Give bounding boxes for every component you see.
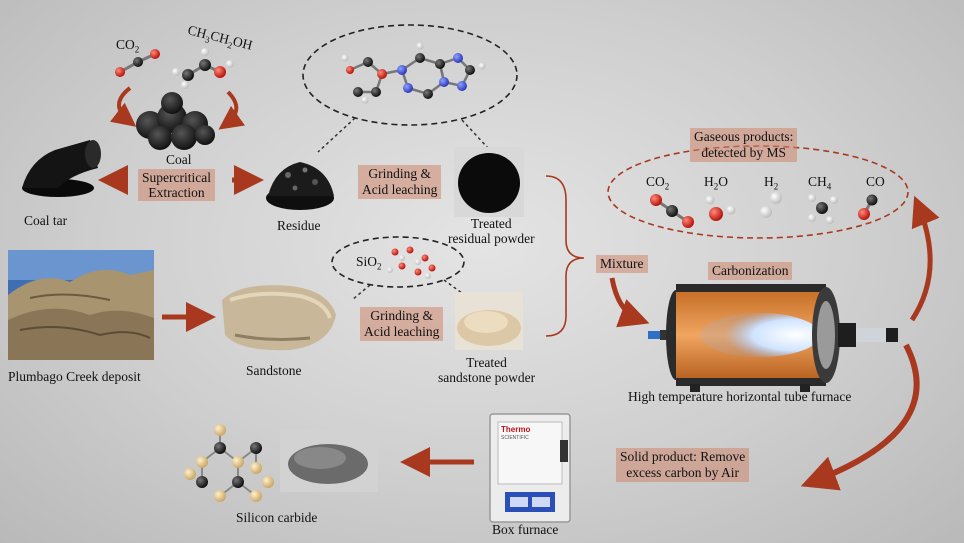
process-line-2: Extraction: [148, 185, 205, 200]
gas-ch4-label: CH4: [808, 174, 832, 192]
furnace-to-gas-arrow: [909, 195, 940, 322]
co2-formula-top: CO2: [116, 37, 140, 55]
silicon-carbide-label: Silicon carbide: [236, 510, 318, 525]
box-furnace-brand-1: Thermo: [501, 425, 531, 434]
mixture-bracket: [545, 175, 585, 337]
h2o-molecule: [705, 195, 736, 221]
gaseous-line-2: detected by MS: [701, 145, 787, 160]
grinding-top-line-2: Acid leaching: [362, 182, 438, 197]
gaseous-products-box: Gaseous products: detected by MS: [690, 128, 798, 162]
organic-molecule-ellipse: [302, 24, 518, 126]
sio2-molecule: [387, 246, 436, 279]
treated-sandstone-line-1: Treated: [466, 355, 507, 370]
h2-molecule: [760, 192, 782, 218]
residue-label: Residue: [277, 218, 321, 233]
treated-residual-powder-image: [454, 147, 524, 217]
gas-co-label: CO: [866, 174, 885, 189]
residue-image: [266, 162, 334, 210]
solid-product-line-1: Solid product: Remove: [620, 449, 746, 464]
plumbago-creek-label: Plumbago Creek deposit: [8, 369, 141, 384]
grinding-top-line-1: Grinding &: [368, 166, 431, 181]
grinding-box-top: Grinding & Acid leaching: [358, 165, 442, 199]
sio2-ellipse: [331, 236, 465, 288]
gas-co2-label: CO2: [646, 174, 670, 192]
mixture-box: Mixture: [596, 255, 648, 273]
co2-cycle-arrow: [110, 86, 137, 127]
organic-molecule: [341, 42, 486, 104]
treated-residual-label: Treated residual powder: [448, 216, 535, 246]
process-line-1: Supercritical: [142, 170, 211, 185]
grinding-bottom-line-2: Acid leaching: [364, 324, 440, 339]
coal-label: Coal: [166, 152, 192, 167]
zoom-line-right: [461, 119, 489, 149]
co2-molecule-gas: [650, 194, 694, 228]
sio2-zoom-left: [351, 284, 371, 301]
treated-sandstone-label: Treated sandstone powder: [438, 355, 535, 385]
tube-furnace-image: [648, 284, 898, 392]
gas-h2-label: H2: [764, 174, 779, 192]
sandstone-label: Sandstone: [246, 363, 302, 378]
zoom-line-left: [317, 117, 356, 153]
tube-furnace-label: High temperature horizontal tube furnace: [628, 389, 852, 404]
plumbago-creek-deposit-image: [8, 250, 154, 360]
solid-product-box: Solid product: Remove excess carbon by A…: [616, 448, 750, 482]
co-molecule: [858, 194, 878, 220]
silicon-carbide-structure: [184, 424, 274, 502]
treated-sandstone-powder-image: [455, 292, 523, 350]
ch4-molecule: [808, 194, 838, 224]
grinding-bottom-line-1: Grinding &: [370, 308, 433, 323]
sandstone-image: [222, 285, 336, 351]
co2-molecule-top: [115, 49, 160, 77]
sio2-zoom-right: [443, 279, 467, 297]
supercritical-extraction-box: Supercritical Extraction: [138, 169, 215, 201]
sio2-formula: SiO2: [356, 254, 382, 272]
coal-tar-image: [22, 140, 101, 197]
furnace-to-solid-arrow: [800, 343, 920, 491]
ethanol-molecule: [172, 48, 234, 89]
coal-tar-label: Coal tar: [24, 213, 68, 228]
box-furnace-brand-2: SCIENTIFIC: [501, 435, 529, 441]
box-furnace-brand: Thermo SCIENTIFIC: [501, 425, 530, 443]
carbonization-box: Carbonization: [708, 262, 793, 280]
gaseous-line-1: Gaseous products:: [694, 129, 794, 144]
gas-h2o-label: H2O: [704, 174, 728, 192]
box-furnace-image: [489, 413, 571, 523]
ethanol-cycle-arrow: [218, 90, 245, 130]
grinding-box-bottom: Grinding & Acid leaching: [360, 307, 444, 341]
coal-image: [136, 92, 215, 150]
treated-residual-line-2: residual powder: [448, 231, 535, 246]
treated-residual-line-1: Treated: [470, 216, 512, 231]
box-furnace-label: Box furnace: [492, 522, 559, 537]
solid-product-line-2: excess carbon by Air: [626, 465, 740, 480]
silicon-carbide-powder-image: [280, 430, 378, 492]
mixture-to-furnace-arrow: [609, 277, 650, 328]
treated-sandstone-line-2: sandstone powder: [438, 370, 536, 385]
